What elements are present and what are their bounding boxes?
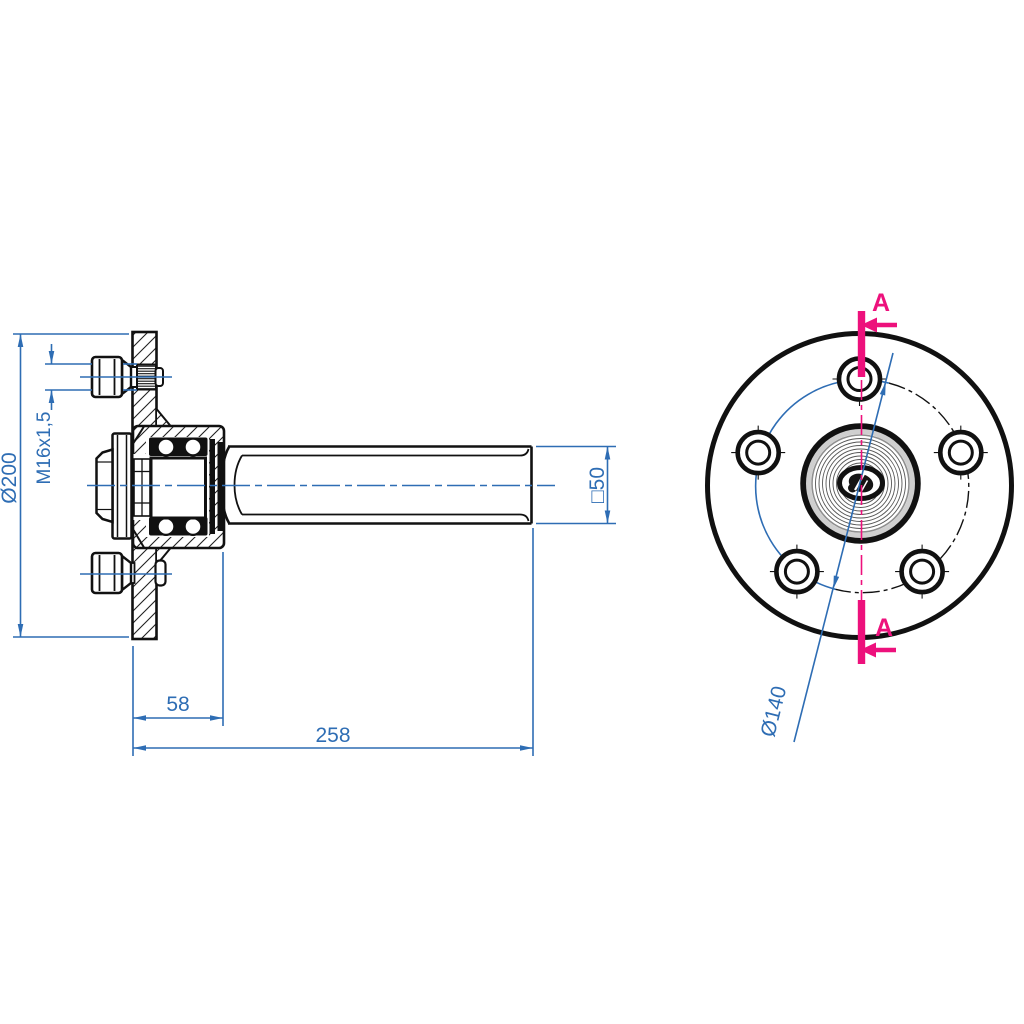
bolt-hole: [895, 544, 950, 599]
dim-square-tube: [536, 445, 616, 525]
bearing-ball: [183, 437, 203, 457]
bearing-inner-race: [149, 456, 207, 520]
bearing-ball: [156, 516, 176, 536]
seal-ring: [209, 439, 215, 534]
dim-stud-thread: [45, 344, 137, 410]
section-arrow-bottom: [860, 642, 896, 658]
bolt-hole: [731, 425, 786, 480]
stud-end: [154, 559, 167, 587]
side-section-view: Ø200 M16x1,5 □50: [0, 330, 616, 756]
section-label-bottom: A: [875, 614, 893, 642]
front-view: Ø140 A A: [705, 289, 1014, 743]
centerlines: [80, 376, 555, 575]
section-cut-bar-top: [857, 311, 866, 377]
bolt-circle-dashed: [835, 382, 970, 594]
section-arrow-top: [861, 317, 897, 333]
dim-lengths: [132, 528, 534, 756]
bearing-ball: [183, 516, 203, 536]
dim-label-flange-diameter: Ø200: [0, 452, 21, 503]
bearing-ball: [156, 437, 176, 457]
dim-label-stud-thread: M16x1,5: [34, 412, 55, 485]
dim-label-square-tube: □50: [586, 467, 609, 503]
dim-label-bolt-circle: Ø140: [757, 684, 792, 739]
dim-flange-diameter: [13, 333, 129, 638]
section-line-a-a: [857, 311, 897, 664]
stud-head: [90, 551, 124, 595]
dim-bolt-circle: [793, 352, 894, 743]
dim-label-hub-offset: 58: [166, 693, 189, 716]
section-label-top: A: [872, 289, 890, 317]
dim-label-overall-length: 258: [315, 724, 350, 747]
section-cut-bar-bottom: [857, 600, 866, 664]
bolt-holes: [731, 352, 988, 599]
wheel-stud-bottom: [90, 551, 167, 595]
bolt-hole: [769, 544, 824, 599]
bolt-hole: [933, 425, 988, 480]
